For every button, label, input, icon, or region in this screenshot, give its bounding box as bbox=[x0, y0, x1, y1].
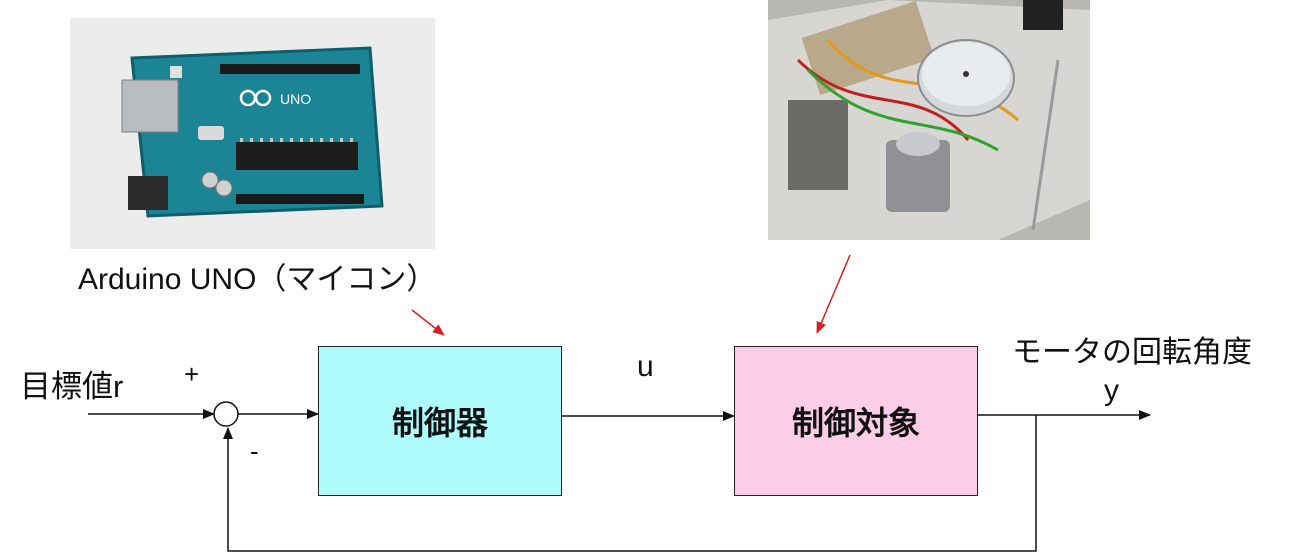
motor-angle-label: モータの回転角度 bbox=[1012, 336, 1252, 369]
arduino-pointer-arrow bbox=[411, 309, 445, 336]
svg-text:UNO: UNO bbox=[280, 91, 311, 107]
plant-block: 制御対象 bbox=[734, 346, 978, 496]
output-label: y bbox=[1104, 374, 1119, 407]
target-value-label: 目標値r bbox=[20, 369, 124, 404]
controller-block: 制御器 bbox=[318, 346, 562, 496]
arduino-board-icon: UNO bbox=[70, 18, 435, 249]
controller-block-label: 制御器 bbox=[391, 405, 488, 441]
plus-sign-label: + bbox=[184, 359, 200, 389]
plant-block-label: 制御対象 bbox=[791, 405, 920, 441]
summing-junction bbox=[213, 401, 239, 427]
minus-sign-label: - bbox=[250, 436, 259, 466]
arduino-caption: Arduino UNO（マイコン） bbox=[78, 263, 437, 296]
motor-apparatus-icon bbox=[768, 0, 1090, 240]
control-input-label: u bbox=[637, 350, 654, 383]
motor-pointer-arrow bbox=[816, 254, 851, 334]
arduino-uno-photo: UNO bbox=[70, 18, 435, 249]
motor-apparatus-photo bbox=[768, 0, 1090, 240]
